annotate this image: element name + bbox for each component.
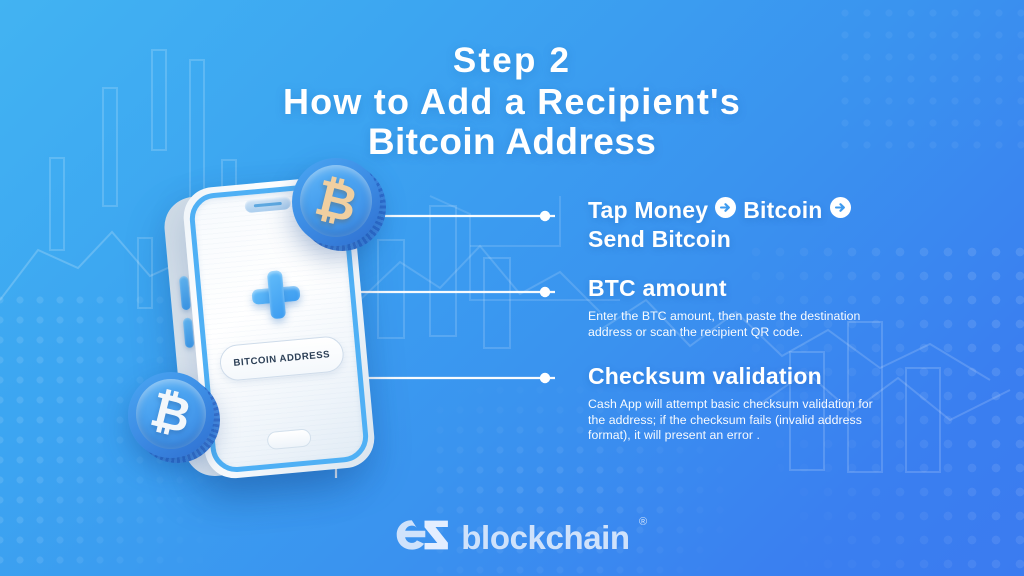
step-item-2: BTC amount Enter the BTC amount, then pa… <box>588 274 924 340</box>
page-title: Step 2 How to Add a Recipient's Bitcoin … <box>0 40 1024 162</box>
bitcoin-coin-bottom: ₿ <box>128 372 220 463</box>
step-item-1: Tap Money Bitcoin Send Bitcoin <box>588 196 924 254</box>
bitcoin-coin-top: ₿ <box>292 158 386 251</box>
step-1-title-part-3: Send Bitcoin <box>588 226 731 252</box>
ez-logo-mark-icon <box>394 517 450 558</box>
step-1-title-part-2: Bitcoin <box>743 197 823 223</box>
plus-icon[interactable] <box>250 269 302 321</box>
step-label: Step 2 <box>452 41 572 80</box>
bitcoin-symbol-icon: ₿ <box>145 383 197 445</box>
step-2-body: Enter the BTC amount, then paste the des… <box>588 309 861 339</box>
logo-text-value: blockchain <box>461 518 630 556</box>
bitcoin-symbol-icon: ₿ <box>309 169 363 234</box>
step-2-title: BTC amount <box>588 275 727 301</box>
step-item-3: Checksum validation Cash App will attemp… <box>588 362 924 444</box>
logo-wordmark: blockchain ® <box>461 516 647 557</box>
step-3-body: Cash App will attempt basic checksum val… <box>588 397 873 443</box>
coin-face: ₿ <box>299 165 373 238</box>
arrow-right-icon <box>715 196 737 225</box>
title-line-2: Bitcoin Address <box>367 121 657 162</box>
bitcoin-address-label: BITCOIN ADDRESS <box>233 348 331 369</box>
coin-face: ₿ <box>135 378 207 450</box>
step-3-title: Checksum validation <box>588 363 822 389</box>
footer-logo[interactable]: blockchain ® <box>394 516 647 558</box>
arrow-right-icon <box>829 196 851 225</box>
registered-trademark-icon: ® <box>638 515 647 528</box>
title-line-1: How to Add a Recipient's <box>282 81 742 122</box>
step-1-title-part-1: Tap Money <box>588 197 709 223</box>
connector-end-dots <box>539 210 551 384</box>
step-1-title: Tap Money Bitcoin Send Bitcoin <box>588 196 924 254</box>
